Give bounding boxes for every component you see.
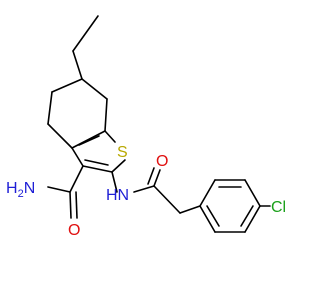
bond — [133, 185, 155, 193]
bond — [199, 179, 216, 207]
bond — [206, 205, 220, 227]
bond — [84, 159, 109, 166]
bond — [72, 15, 99, 52]
bond — [72, 50, 83, 80]
bond — [81, 78, 108, 100]
bond — [69, 191, 72, 219]
bond — [111, 171, 118, 193]
bond — [71, 130, 106, 149]
carbonyl-oxygen-label: O — [68, 222, 80, 239]
bond — [78, 135, 100, 146]
bond — [51, 78, 83, 93]
bond — [82, 165, 113, 173]
structure-canvas: S H2N O HN O Cl — [6, 15, 286, 239]
bond — [147, 167, 155, 185]
bond — [71, 147, 84, 167]
amide-nh2-label: H2N — [6, 180, 35, 200]
bond — [104, 98, 108, 132]
bond — [47, 186, 71, 193]
bond — [179, 205, 201, 214]
amide-oxygen-label: O — [156, 153, 168, 170]
bond — [69, 165, 84, 193]
bond — [104, 130, 116, 143]
bond — [244, 205, 261, 233]
bond — [47, 91, 53, 125]
bond — [153, 169, 161, 187]
bond — [75, 191, 78, 219]
bond — [111, 159, 126, 173]
molecule-diagram: S H2N O HN O Cl — [6, 15, 286, 239]
nh-label: HN — [106, 187, 129, 204]
bond — [199, 205, 216, 233]
bond — [240, 205, 254, 227]
bond — [47, 123, 73, 149]
chlorine-label: Cl — [271, 199, 286, 216]
bond — [244, 179, 261, 207]
sulfur-label: S — [117, 144, 128, 161]
bond — [153, 185, 181, 214]
